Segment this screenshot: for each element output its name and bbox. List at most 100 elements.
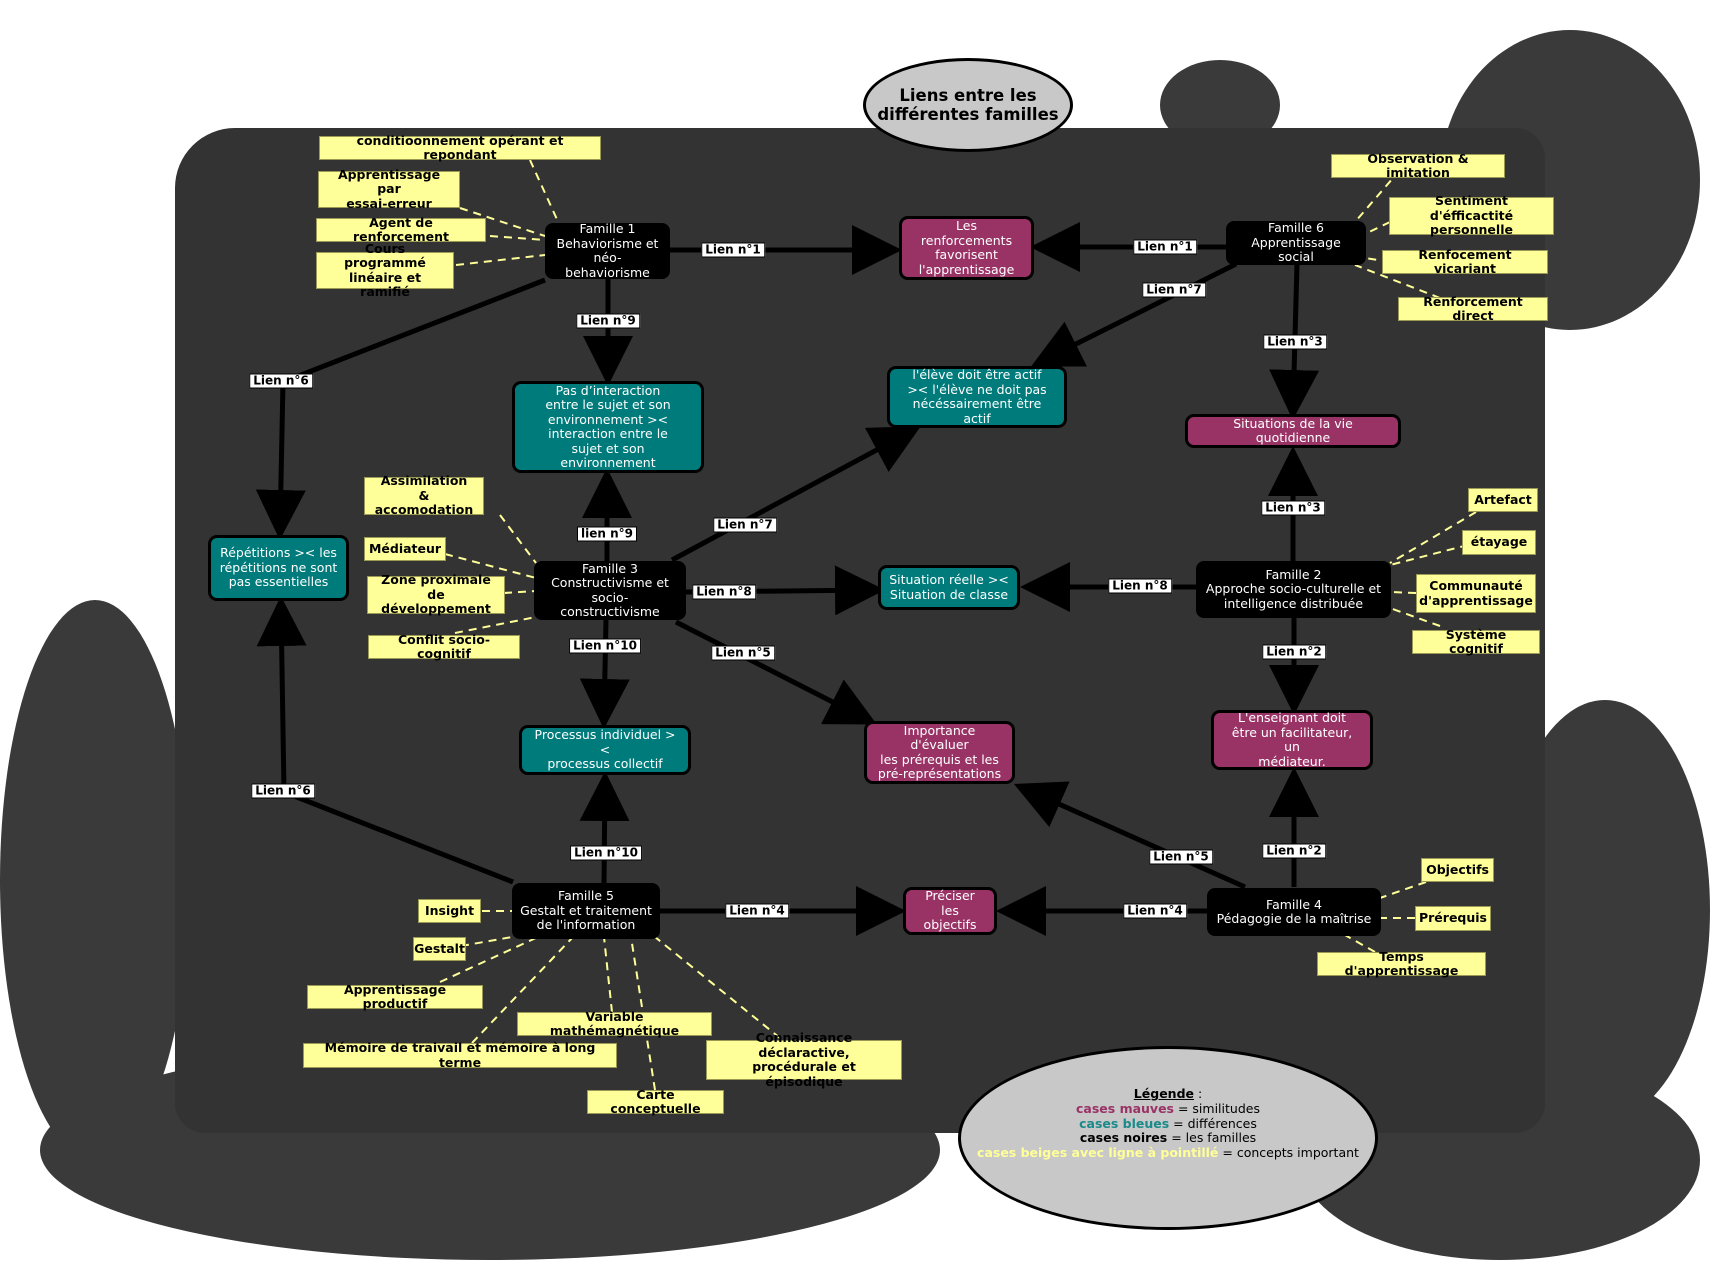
edge-lien7-f3 xyxy=(670,426,921,563)
concept-f5-carte-conceptuelle[interactable]: Carte conceptuelle xyxy=(587,1087,724,1116)
concept-f3-mediateur[interactable]: Médiateur xyxy=(364,537,446,561)
diagram-panel xyxy=(175,128,1545,1133)
difference-interaction[interactable]: Pas d’interaction entre le sujet et son … xyxy=(512,381,704,473)
concept-f4-objectifs[interactable]: Objectifs xyxy=(1421,858,1494,882)
concept-dashed-connector xyxy=(499,514,537,564)
concept-f3-assimilation[interactable]: Assimilation & accomodation xyxy=(364,474,484,517)
concept-dashed-connector xyxy=(1364,221,1391,235)
family-1-node[interactable]: Famille 1 Behaviorisme et néo-behavioris… xyxy=(545,221,670,279)
edge-lien10-f3 xyxy=(579,619,630,729)
link-label-lien7: Lien n°7 xyxy=(1142,282,1206,298)
concept-f6-vicariant[interactable]: Renfocement vicariant xyxy=(1382,247,1548,276)
concept-f3-zone-proximale[interactable]: Zone proximale de développement xyxy=(367,573,505,616)
legend-row-beige: cases beiges avec ligne à pointillé = co… xyxy=(977,1145,1359,1161)
concept-dashed-connector xyxy=(454,616,537,634)
concept-dashed-connector xyxy=(444,553,537,579)
legend-key-black: cases noires xyxy=(1079,1130,1168,1146)
edge-lien10-f5 xyxy=(579,771,630,884)
concept-dashed-connector xyxy=(439,936,539,983)
concept-f2-communaute[interactable]: Communauté d'apprentissage xyxy=(1416,574,1536,613)
link-label-lien8: Lien n°8 xyxy=(692,584,756,600)
family-4-node[interactable]: Famille 4 Pédagogie de la maîtrise xyxy=(1207,888,1381,936)
link-label-lien5: Lien n°5 xyxy=(1149,849,1213,865)
concept-f5-apprentissage-productif[interactable]: Apprentissage productif xyxy=(307,982,483,1011)
family-3-node[interactable]: Famille 3 Constructivisme et socio-const… xyxy=(534,561,686,620)
concept-dashed-connector xyxy=(471,936,574,1044)
concept-f6-direct[interactable]: Renforcement direct xyxy=(1398,294,1548,323)
similarity-renforcements[interactable]: Les renforcements favorisent l'apprentis… xyxy=(899,216,1034,280)
concept-f2-artefact[interactable]: Artefact xyxy=(1468,488,1538,512)
concept-f5-variable-mathemagnetique[interactable]: Variable mathémagnétique xyxy=(517,1009,712,1038)
family-6-node[interactable]: Famille 6 Apprentissage social xyxy=(1226,221,1366,265)
similarity-prerequis[interactable]: Importance d'évaluer les prérequis et le… xyxy=(864,721,1015,784)
family-5-node[interactable]: Famille 5 Gestalt et traitement de l'inf… xyxy=(512,883,660,939)
concept-f4-prerequis[interactable]: Prérequis xyxy=(1415,906,1491,931)
legend-value-beige: = concepts important xyxy=(1218,1145,1359,1161)
link-label-lien10: Lien n°10 xyxy=(570,845,642,861)
link-label-lien6: Lien n°6 xyxy=(251,783,315,799)
concept-f2-systeme-cognitif[interactable]: Système cognitif xyxy=(1412,627,1540,656)
link-label-lien3: Lien n°3 xyxy=(1263,334,1327,350)
legend-row-black: cases noires = les familles xyxy=(1079,1130,1257,1146)
link-label-lien7: Lien n°7 xyxy=(713,517,777,533)
concept-dashed-connector xyxy=(1389,607,1441,627)
concept-f5-connaissance[interactable]: Connaissance déclaractive, procédurale e… xyxy=(706,1030,902,1088)
similarity-enseignant[interactable]: L'enseignant doit être un facilitateur, … xyxy=(1211,710,1373,770)
difference-processus[interactable]: Processus individuel >< processus collec… xyxy=(519,725,691,775)
concept-f1-essai-erreur[interactable]: Apprentissage par essai-erreur xyxy=(318,167,460,211)
similarity-objectifs[interactable]: Préciser les objectifs xyxy=(903,887,997,935)
edge-lien5-f4 xyxy=(1013,781,1247,890)
link-label-lien4: Lien n°4 xyxy=(1123,903,1187,919)
legend-key-teal: cases bleues xyxy=(1079,1115,1170,1131)
similarity-vie-quotidienne[interactable]: Situations de la vie quotidienne xyxy=(1185,414,1401,448)
difference-situation[interactable]: Situation réelle >< Situation de classe xyxy=(878,565,1020,610)
concept-f5-insight[interactable]: Insight xyxy=(418,899,481,923)
link-label-lien1: Lien n°1 xyxy=(701,242,765,258)
link-label-lien5: Lien n°5 xyxy=(711,645,775,661)
concept-f6-efficacite[interactable]: Sentiment d'éfficactité personnelle xyxy=(1389,194,1554,237)
concept-f1-agent-renforcement[interactable]: Agent de renforcement xyxy=(316,215,486,244)
concept-f3-conflit[interactable]: Conflit socio-cognitif xyxy=(368,632,520,661)
concept-dashed-connector xyxy=(603,936,613,1013)
legend-row-teal: cases bleues = différences xyxy=(1079,1115,1257,1132)
concept-dashed-connector xyxy=(460,936,513,947)
concept-f5-memoire[interactable]: Mémoire de traivail et mémoire à long te… xyxy=(303,1040,617,1069)
link-label-lien6: Lien n°6 xyxy=(249,373,313,389)
concept-f4-temps[interactable]: Temps d'apprentissage xyxy=(1317,949,1486,978)
diagram-title: Liens entre les différentes familles xyxy=(863,58,1073,152)
legend: Légende : cases mauves = similitudes cas… xyxy=(958,1046,1378,1230)
link-label-lien9: lien n°9 xyxy=(577,526,637,542)
concept-dashed-connector xyxy=(654,936,781,1039)
family-2-node[interactable]: Famille 2 Approche socio-culturelle et i… xyxy=(1196,561,1391,618)
legend-key-mauve: cases mauves xyxy=(1076,1100,1174,1116)
concept-dashed-connector xyxy=(1344,934,1376,953)
legend-key-beige: cases beiges avec ligne à pointillé xyxy=(977,1145,1219,1161)
difference-repetitions[interactable]: Répétitions >< les répétitions ne sont p… xyxy=(208,535,349,601)
legend-value-teal: = différences xyxy=(1169,1115,1257,1131)
concept-f1-conditionnement[interactable]: conditioonnement opérant et repondant xyxy=(319,133,601,162)
legend-title: Légende xyxy=(1133,1086,1194,1101)
concept-dashed-connector xyxy=(455,254,546,266)
concept-dashed-connector xyxy=(489,235,546,241)
link-label-lien3: Lien n°3 xyxy=(1261,500,1325,516)
legend-value-mauve: = similitudes xyxy=(1174,1100,1260,1116)
edge-lien5-f3 xyxy=(674,619,877,725)
concept-dashed-connector xyxy=(1354,169,1401,223)
legend-value-black: = les familles xyxy=(1167,1130,1257,1146)
legend-title-sep: : xyxy=(1194,1086,1203,1101)
concept-dashed-connector xyxy=(1389,591,1417,594)
link-label-lien9: Lien n°9 xyxy=(576,313,640,329)
concept-f2-etayage[interactable]: étayage xyxy=(1462,530,1536,555)
difference-actif[interactable]: l'élève doit être actif >< l'élève ne do… xyxy=(887,366,1067,428)
concept-f1-cours-programme[interactable]: Cours programmé linéaire et ramifié xyxy=(316,241,454,299)
concept-dashed-connector xyxy=(1379,881,1427,899)
link-label-lien2: Lien n°2 xyxy=(1262,843,1326,859)
concept-f5-gestalt[interactable]: Gestalt xyxy=(413,937,466,961)
link-label-lien10: Lien n°10 xyxy=(569,638,641,654)
concept-f6-observation[interactable]: Observation & imitation xyxy=(1331,151,1505,180)
concept-dashed-connector xyxy=(459,207,546,237)
concept-dashed-connector xyxy=(1389,511,1477,564)
link-label-lien8: Lien n°8 xyxy=(1108,578,1172,594)
concept-dashed-connector xyxy=(529,159,561,227)
link-label-lien4: Lien n°4 xyxy=(725,903,789,919)
